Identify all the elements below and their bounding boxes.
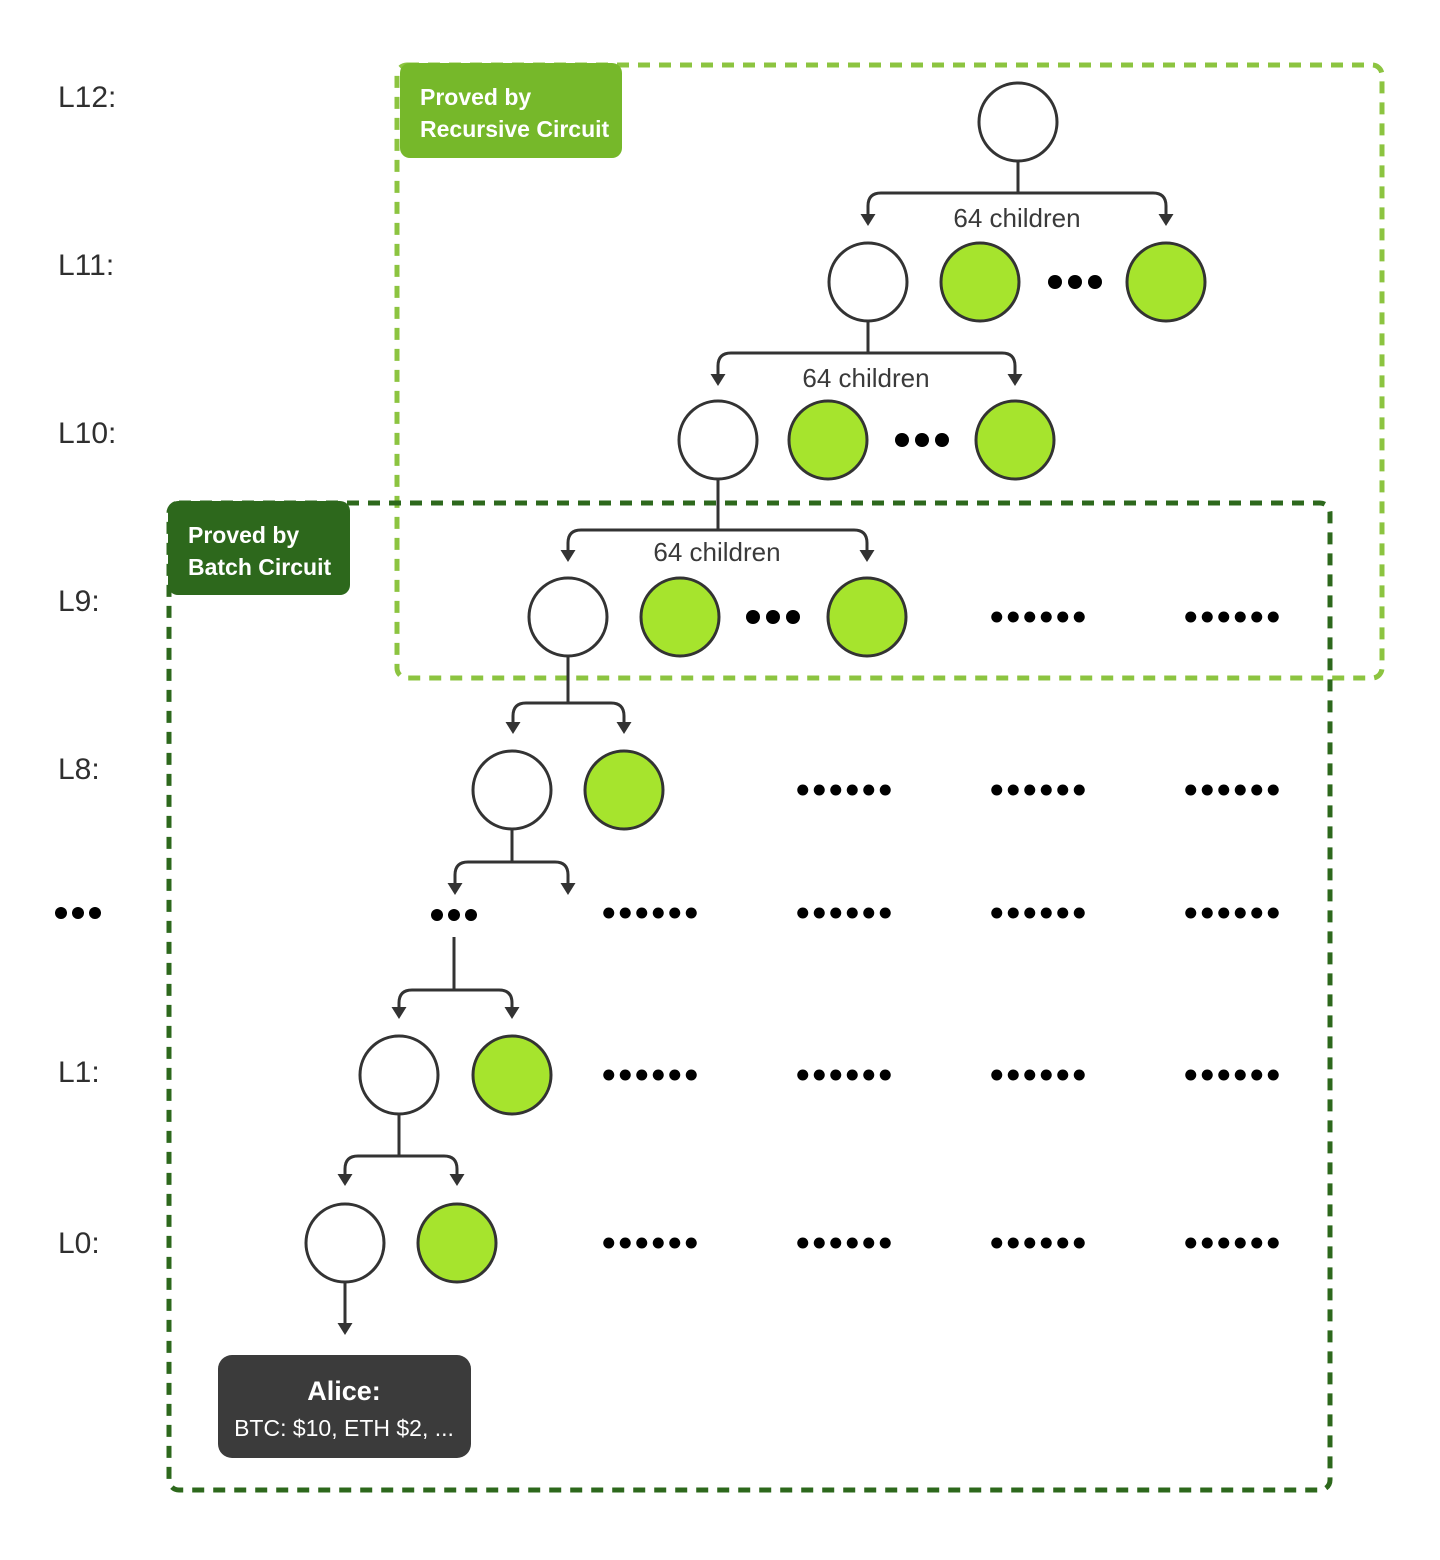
branch-l1-l0 xyxy=(337,1115,465,1186)
arrowhead xyxy=(337,1323,353,1335)
node-l8-sibling xyxy=(583,749,665,831)
node-l12-root xyxy=(977,81,1059,163)
recursive-circuit-region-border xyxy=(394,62,1385,681)
elided-subtree-dots xyxy=(797,784,1279,796)
arrowhead xyxy=(447,883,463,895)
node-l9-sibling-1 xyxy=(639,576,721,658)
arrowhead xyxy=(449,1174,465,1186)
level-label-l11: L11: xyxy=(58,249,114,282)
alice-card-title: Alice: xyxy=(307,1376,381,1406)
children-count-label-l10: 64 children xyxy=(802,363,929,393)
arrowhead xyxy=(616,722,632,734)
branch-ellipsis-l1 xyxy=(391,937,520,1019)
alice-card-balances: BTC: $10, ETH $2, ... xyxy=(234,1415,454,1441)
batch-legend-box xyxy=(168,501,350,595)
arrowhead xyxy=(505,722,521,734)
node-l9-sibling-last xyxy=(826,576,908,658)
elided-subtree-dots xyxy=(603,1069,1279,1081)
arrowhead xyxy=(859,550,875,562)
arrowhead xyxy=(391,1007,407,1019)
level-label-ellipsis-dots xyxy=(55,907,101,919)
branch-l8-ellipsis xyxy=(447,830,576,895)
node-l10-sibling-last xyxy=(974,399,1056,481)
branch-l9-l8 xyxy=(505,657,632,734)
node-l0-path xyxy=(304,1202,386,1284)
recursive-legend-box xyxy=(400,63,622,158)
level-label-l9: L9: xyxy=(58,585,100,618)
level-label-l1: L1: xyxy=(58,1056,100,1089)
node-l9-path xyxy=(527,576,609,658)
branch-l12-l11: 64 children xyxy=(860,162,1174,233)
arrowhead xyxy=(1007,374,1023,386)
recursive-legend-line2: Recursive Circuit xyxy=(420,116,610,142)
recursive-circuit-legend: Proved by Recursive Circuit xyxy=(400,63,622,158)
tree-ellipsis-dots xyxy=(431,909,477,921)
level-label-l12: L12: xyxy=(58,81,116,114)
node-l1-path xyxy=(358,1034,440,1116)
batch-legend-line1: Proved by xyxy=(188,522,299,548)
elided-subtree-dots xyxy=(603,907,1279,919)
node-l10-more-siblings-dots xyxy=(895,433,949,447)
node-l11-sibling-1 xyxy=(939,241,1021,323)
children-count-label-l11: 64 children xyxy=(953,203,1080,233)
level-label-l0: L0: xyxy=(58,1227,100,1260)
node-l0-sibling xyxy=(416,1202,498,1284)
node-l10-path xyxy=(677,399,759,481)
node-l11-more-siblings-dots xyxy=(1048,275,1102,289)
node-l11-path xyxy=(827,241,909,323)
recursive-legend-line1: Proved by xyxy=(420,84,531,110)
batch-circuit-legend: Proved by Batch Circuit xyxy=(168,501,350,595)
alice-leaf-card: Alice: BTC: $10, ETH $2, ... xyxy=(218,1355,471,1458)
arrowhead xyxy=(710,374,726,386)
arrowhead xyxy=(337,1174,353,1186)
arrowhead xyxy=(560,883,576,895)
alice-card-box xyxy=(218,1355,471,1458)
node-l1-sibling xyxy=(471,1034,553,1116)
branch-l10-l9: 64 children xyxy=(560,480,875,567)
batch-circuit-region-border xyxy=(166,500,1333,1493)
node-l8-path xyxy=(471,749,553,831)
arrowhead xyxy=(504,1007,520,1019)
arrow-l0-alice xyxy=(337,1283,353,1335)
node-l11-sibling-last xyxy=(1125,241,1207,323)
arrowhead xyxy=(860,214,876,226)
elided-subtree-dots xyxy=(991,611,1279,623)
level-label-l10: L10: xyxy=(58,417,116,450)
arrowhead xyxy=(1158,214,1174,226)
level-label-l8: L8: xyxy=(58,753,100,786)
branch-l11-l10: 64 children xyxy=(710,322,1023,393)
elided-subtree-dots xyxy=(603,1237,1279,1249)
arrowhead xyxy=(560,550,576,562)
batch-legend-line2: Batch Circuit xyxy=(188,554,331,580)
children-count-label-l9: 64 children xyxy=(653,537,780,567)
node-l10-sibling-1 xyxy=(787,399,869,481)
node-l9-more-siblings-dots xyxy=(746,610,800,624)
